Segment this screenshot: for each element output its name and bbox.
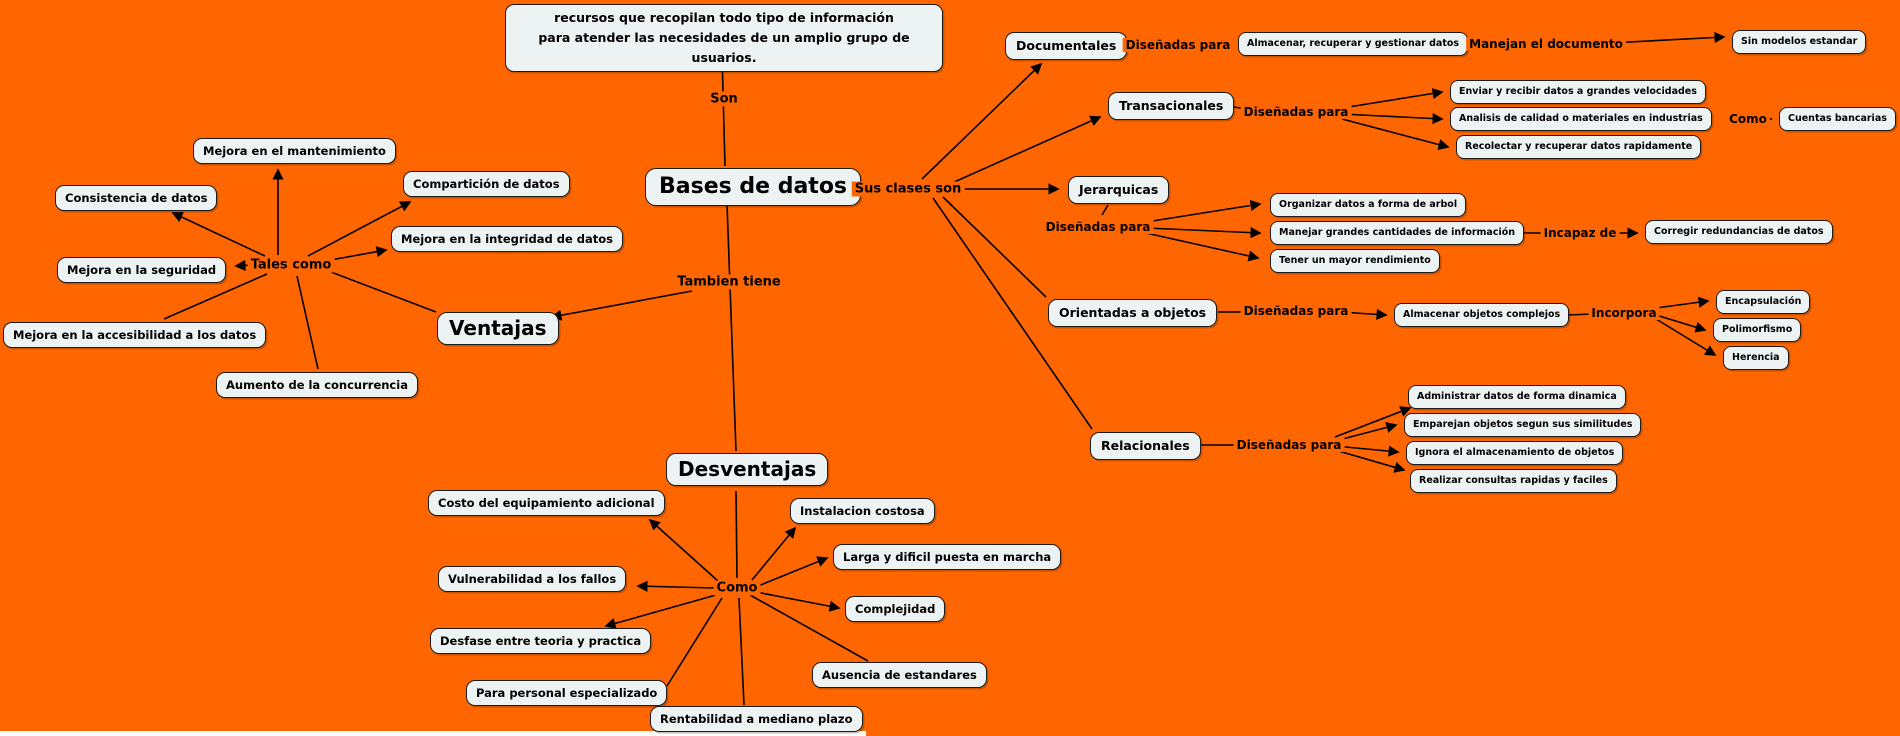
node-almacenar-recuperar-gestionar[interactable]: Almacenar, recuperar y gestionar datos [1238,32,1469,56]
node-ignora-almacenamiento[interactable]: Ignora el almacenamiento de objetos [1406,441,1624,465]
node-tener-mayor-rendimiento[interactable]: Tener un mayor rendimiento [1270,249,1440,273]
definition-line2: para atender las necesidades de un ampli… [538,30,910,65]
link-label-tales-como[interactable]: Tales como [247,257,335,273]
node-rentabilidad-mediano-plazo[interactable]: Rentabilidad a mediano plazo [650,706,863,733]
node-corregir-redundancias[interactable]: Corregir redundancias de datos [1645,220,1833,244]
link-label-disenadas-para-jerarquicas[interactable]: Diseñadas para [1042,220,1154,234]
node-mejora-seguridad[interactable]: Mejora en la seguridad [57,257,227,284]
node-orientadas-a-objetos[interactable]: Orientadas a objetos [1048,299,1218,327]
definition-node[interactable]: recursos que recopilan todo tipo de info… [505,4,943,72]
node-sin-modelos-estandar[interactable]: Sin modelos estandar [1732,30,1867,54]
node-desfase-teoria-practica[interactable]: Desfase entre teoria y practica [430,628,652,655]
canvas-edge [0,731,866,736]
node-herencia[interactable]: Herencia [1723,346,1789,370]
link-label-sus-clases-son[interactable]: Sus clases son [851,181,965,197]
node-consistencia-datos[interactable]: Consistencia de datos [55,185,218,212]
node-relacionales[interactable]: Relacionales [1090,432,1201,460]
node-administrar-datos-dinamica[interactable]: Administrar datos de forma dinamica [1408,385,1626,409]
node-mejora-accesibilidad[interactable]: Mejora en la accesibilidad a los datos [3,322,267,349]
node-jerarquicas[interactable]: Jerarquicas [1068,176,1170,204]
node-mejora-mantenimiento[interactable]: Mejora en el mantenimiento [193,138,396,165]
link-label-incorpora[interactable]: Incorpora [1588,306,1660,320]
root-node-bases-de-datos[interactable]: Bases de datos [645,168,862,206]
link-label-manejan-documento[interactable]: Manejan el documento [1466,37,1626,51]
link-label-como-transacionales[interactable]: Como [1726,112,1770,126]
node-realizar-consultas[interactable]: Realizar consultas rapidas y faciles [1410,469,1617,493]
node-costo-equipamiento[interactable]: Costo del equipamiento adicional [428,490,665,517]
link-label-disenadas-para-documentales[interactable]: Diseñadas para [1122,38,1234,52]
link-label-como-desventajas[interactable]: Como [713,580,761,596]
node-ventajas[interactable]: Ventajas [437,312,559,345]
node-vulnerabilidad-fallos[interactable]: Vulnerabilidad a los fallos [438,566,627,593]
node-encapsulacion[interactable]: Encapsulación [1716,290,1811,314]
node-comparticion-datos[interactable]: Compartición de datos [403,171,570,198]
node-desventajas[interactable]: Desventajas [666,453,829,486]
node-documentales[interactable]: Documentales [1005,32,1128,60]
definition-line1: recursos que recopilan todo tipo de info… [554,10,894,25]
node-analisis-calidad-materiales[interactable]: Analisis de calidad o materiales en indu… [1450,107,1712,131]
node-polimorfismo[interactable]: Polimorfismo [1713,318,1802,342]
link-label-disenadas-para-relacionales[interactable]: Diseñadas para [1233,438,1345,452]
node-manejar-grandes-cantidades[interactable]: Manejar grandes cantidades de informació… [1270,221,1525,245]
node-mejora-integridad[interactable]: Mejora en la integridad de datos [391,226,623,253]
node-larga-puesta-en-marcha[interactable]: Larga y dificil puesta en marcha [833,544,1062,571]
link-label-son[interactable]: Son [707,91,741,107]
node-organizar-datos-arbol[interactable]: Organizar datos a forma de arbol [1270,193,1467,217]
node-recolectar-recuperar-datos[interactable]: Recolectar y recuperar datos rapidamente [1456,135,1702,159]
link-label-incapaz-de[interactable]: Incapaz de [1540,226,1620,240]
node-complejidad[interactable]: Complejidad [845,596,946,623]
node-instalacion-costosa[interactable]: Instalacion costosa [790,498,935,525]
node-almacenar-objetos-complejos[interactable]: Almacenar objetos complejos [1394,303,1570,327]
node-ausencia-estandares[interactable]: Ausencia de estandares [812,662,987,689]
link-label-disenadas-para-transacionales[interactable]: Diseñadas para [1240,105,1352,119]
node-transacionales[interactable]: Transacionales [1108,92,1235,120]
node-aumento-concurrencia[interactable]: Aumento de la concurrencia [216,372,418,399]
link-label-tambien-tiene[interactable]: Tambien tiene [674,274,784,290]
node-personal-especializado[interactable]: Para personal especializado [466,680,668,707]
link-label-disenadas-para-orientadas[interactable]: Diseñadas para [1240,304,1352,318]
node-emparejan-objetos[interactable]: Emparejan objetos segun sus similitudes [1404,413,1642,437]
node-enviar-recibir-datos[interactable]: Enviar y recibir datos a grandes velocid… [1450,80,1706,104]
node-cuentas-bancarias[interactable]: Cuentas bancarias [1779,107,1896,131]
